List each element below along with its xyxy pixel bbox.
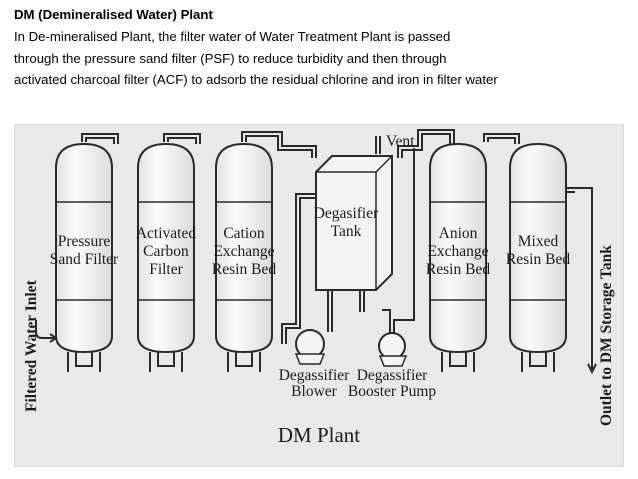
- outlet-arrow-head: [587, 363, 597, 375]
- dm-plant-diagram: Filtered Water Inlet Outlet to DM Storag…: [14, 124, 624, 467]
- outlet-label: Outlet to DM Storage Tank: [598, 245, 615, 426]
- degassifier-booster-pump: Degassifier Booster Pump: [348, 332, 437, 400]
- vessel-2-line-3: Filter: [149, 261, 183, 278]
- vessel-3-line-2: Exchange: [213, 243, 274, 260]
- inlet-label: Filtered Water Inlet: [23, 279, 40, 412]
- vessel-1-line-2: Sand Filter: [50, 251, 119, 268]
- vessel-4-line-3: Resin Bed: [426, 261, 490, 278]
- text-header: DM (Demineralised Water) Plant In De-min…: [14, 4, 624, 91]
- vessel-pressure-sand-filter: Pressure Sand Filter: [50, 142, 119, 372]
- diagram-canvas: Filtered Water Inlet Outlet to DM Storag…: [14, 124, 624, 467]
- vessel-activated-carbon-filter: Activated Carbon Filter: [136, 142, 197, 372]
- inlet-arrow: [35, 320, 54, 339]
- outlet-pipe: [579, 187, 593, 370]
- vessel-cation-exchange: Cation Exchange Resin Bed: [212, 142, 276, 372]
- degasifier-tank: Degasifier Tank: [314, 155, 393, 291]
- blower-line-2: Blower: [291, 383, 337, 400]
- degassifier-blower: Degassifier Blower: [279, 329, 350, 400]
- connecting-pipes: [81, 129, 520, 344]
- vessel-4-line-2: Exchange: [427, 243, 488, 260]
- vessel-2-line-2: Carbon: [143, 243, 189, 260]
- vessel-4-line-1: Anion: [439, 225, 478, 242]
- pump-line-2: Booster Pump: [348, 383, 437, 400]
- vessel-anion-exchange: Anion Exchange Resin Bed: [426, 142, 490, 372]
- plant-label: DM Plant: [278, 423, 360, 447]
- description-line-2: through the pressure sand filter (PSF) t…: [14, 50, 447, 66]
- tank-line-2: Tank: [331, 223, 362, 240]
- vessel-3-line-3: Resin Bed: [212, 261, 276, 278]
- blower-line-1: Degassifier: [279, 367, 350, 384]
- vessel-3-line-1: Cation: [223, 225, 265, 242]
- page-title: DM (Demineralised Water) Plant: [14, 7, 213, 22]
- vent-label: Vent: [386, 133, 415, 150]
- vessel-5-line-1: Mixed: [518, 233, 559, 250]
- description-line-1: In De-mineralised Plant, the filter wate…: [14, 29, 451, 44]
- tank-line-1: Degasifier: [314, 205, 379, 222]
- vessel-1-line-1: Pressure: [58, 233, 111, 250]
- description-line-3: activated charcoal filter (ACF) to adsor…: [14, 72, 498, 87]
- vessel-5-line-2: Resin Bed: [506, 251, 570, 268]
- pump-line-1: Degassifier: [357, 367, 428, 384]
- vessel-mixed-resin-bed: Mixed Resin Bed: [506, 142, 579, 372]
- vessel-2-line-1: Activated: [136, 225, 197, 242]
